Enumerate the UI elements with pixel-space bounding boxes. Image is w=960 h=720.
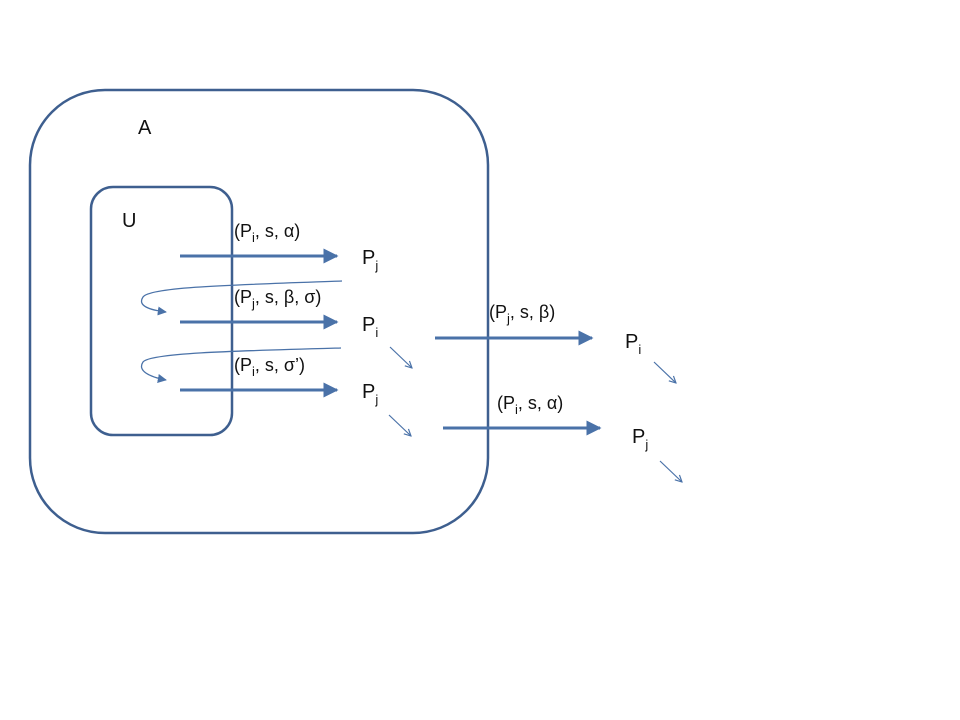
edge-label-4-sub: j <box>506 311 510 326</box>
node-label-5: Pj <box>632 426 648 452</box>
edge-label-2-sub: j <box>251 296 255 311</box>
edge-label-1-open: (P <box>234 221 252 241</box>
node-label-2-sub: i <box>375 325 378 340</box>
edge-label-5: (Pi, s, α) <box>497 393 563 417</box>
diag-arrow-1 <box>389 346 412 368</box>
edge-label-2-open: (P <box>234 287 252 307</box>
node-label-1: Pj <box>362 247 378 273</box>
edge-label-3-sub: i <box>252 364 255 379</box>
return-arrow-1 <box>140 280 343 316</box>
set-u-boundary <box>89 185 234 437</box>
edge-label-4-open: (P <box>489 302 507 322</box>
node-label-1-base: P <box>362 247 375 269</box>
diag-arrow-2 <box>388 414 411 436</box>
node-label-4-base: P <box>625 331 638 353</box>
edge-label-1-rest: , s, α) <box>255 221 300 241</box>
diag-arrow-3 <box>653 361 676 383</box>
node-label-5-sub: j <box>644 437 648 452</box>
edge-label-2-rest: , s, β, σ) <box>255 287 321 307</box>
node-label-2-base: P <box>362 314 375 336</box>
edge-label-1: (Pi, s, α) <box>234 221 300 245</box>
edge-label-5-open: (P <box>497 393 515 413</box>
edge-label-5-sub: i <box>515 402 518 417</box>
node-label-4: Pi <box>625 331 641 357</box>
edge-label-3: (Pi, s, σ’) <box>234 355 305 379</box>
node-label-5-base: P <box>632 426 645 448</box>
node-label-1-sub: j <box>374 258 378 273</box>
edge-label-1-sub: i <box>252 230 255 245</box>
node-label-3-sub: j <box>374 392 378 407</box>
node-label-3-base: P <box>362 381 375 403</box>
edge-label-5-rest: , s, α) <box>518 393 563 413</box>
node-label-3: Pj <box>362 381 378 407</box>
diag-arrow-4 <box>659 460 682 482</box>
return-arrow-2 <box>140 347 342 383</box>
edge-label-4-rest: , s, β) <box>510 302 555 322</box>
set-a-label: A <box>138 117 152 139</box>
edge-label-4: (Pj, s, β) <box>489 302 555 326</box>
set-a-boundary <box>28 88 490 535</box>
edge-label-3-open: (P <box>234 355 252 375</box>
edge-label-3-rest: , s, σ’) <box>255 355 305 375</box>
set-u-label: U <box>122 210 136 232</box>
node-label-4-sub: i <box>638 342 641 357</box>
edge-label-2: (Pj, s, β, σ) <box>234 287 321 311</box>
node-label-2: Pi <box>362 314 378 340</box>
